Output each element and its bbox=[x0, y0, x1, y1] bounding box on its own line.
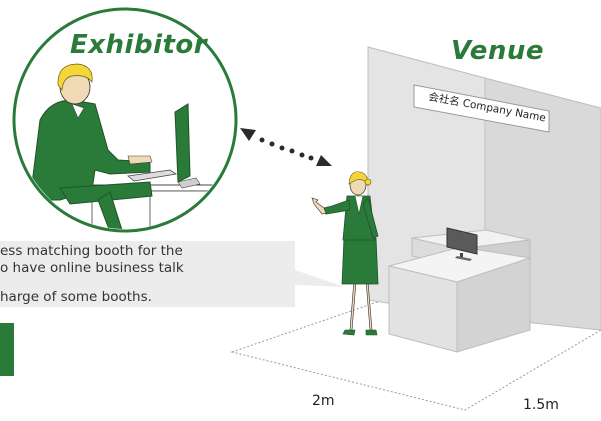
exhibitor-circle bbox=[12, 7, 238, 233]
booth-monitor bbox=[446, 227, 478, 261]
counter-main bbox=[388, 246, 531, 353]
callout-box bbox=[0, 241, 295, 307]
company-sign bbox=[413, 84, 550, 133]
callout-line-2: o have online business talk bbox=[0, 260, 184, 276]
callout-line-3: harge of some booths. bbox=[0, 289, 152, 305]
green-button-fragment[interactable] bbox=[0, 323, 14, 376]
callout-line-1: ess matching booth for the bbox=[0, 243, 183, 259]
venue-booth bbox=[230, 46, 601, 411]
staff-figure bbox=[311, 171, 379, 336]
venue-title: Venue bbox=[451, 36, 545, 66]
exhibitor-title: Exhibitor bbox=[70, 30, 208, 60]
connection-arrow bbox=[240, 128, 332, 166]
width-dimension: 2m bbox=[312, 393, 335, 409]
booth-floor bbox=[230, 299, 601, 411]
depth-dimension: 1.5m bbox=[523, 397, 559, 413]
callout-pointer bbox=[295, 270, 345, 287]
